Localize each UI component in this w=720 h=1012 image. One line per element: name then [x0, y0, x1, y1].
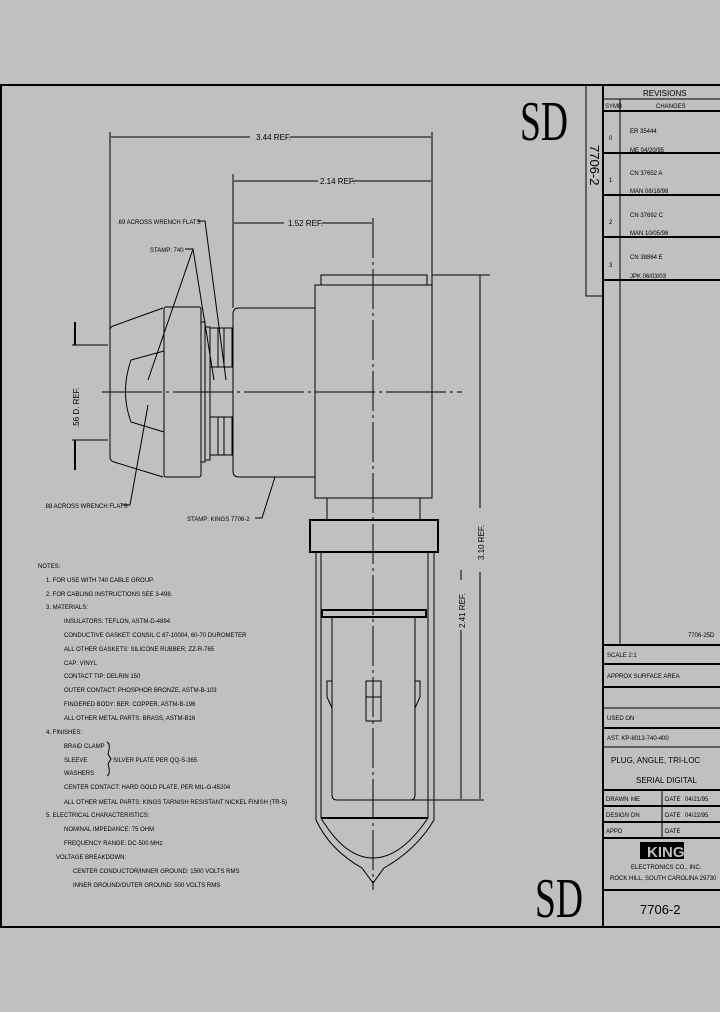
appd-date-label: DATE	[665, 829, 681, 835]
drawing-border	[0, 84, 720, 928]
design-date-label: DATE	[665, 813, 681, 819]
note-line: FINGERED BODY: BER. COPPER, ASTM-B-196	[64, 702, 196, 708]
note-line: FREQUENCY RANGE: DC-500 MHz	[64, 841, 163, 847]
kings-logo	[640, 842, 684, 859]
col-sym: SYMB	[605, 104, 622, 110]
title-line-2: SERIAL DIGITAL	[636, 776, 697, 785]
scale: SCALE 2:1	[607, 653, 637, 659]
design-label: DESIGN	[606, 813, 629, 819]
dim-height-inner: 2.41 REF.	[458, 593, 467, 628]
company-name: ELECTRONICS CO., INC.	[631, 865, 702, 871]
sd-stamp-top: SD	[520, 91, 568, 153]
rev-change: ER 35444	[630, 129, 657, 135]
rev-sym: 3	[609, 263, 613, 269]
rev-change: CN 38864 E	[630, 255, 663, 261]
note-line: 4. FINISHES:	[46, 730, 82, 736]
notes-heading: NOTES:	[38, 564, 61, 570]
note-line: 1. FOR USE WITH 740 CABLE GROUP.	[46, 578, 154, 584]
rev-sym: 1	[609, 178, 613, 184]
note-line: ALL OTHER GASKETS: SILICONE RUBBER, ZZ-R…	[64, 647, 215, 653]
dim-height-overall: 3.10 REF.	[477, 525, 486, 560]
rev-change: CN 37652 A	[630, 171, 662, 177]
callout-stamp-740: STAMP: 740	[150, 248, 184, 254]
drawing-number: 7706-2	[640, 902, 680, 917]
note-line: CENTER CONTACT: HARD GOLD PLATE, PER MIL…	[64, 785, 231, 791]
connector-side-view	[72, 132, 490, 890]
drawn-date: 04/21/95	[685, 797, 709, 803]
surface-area: APPROX SURFACE AREA	[607, 674, 680, 680]
company-address: ROCK HILL, SOUTH CAROLINA 29730	[610, 876, 717, 882]
drawing-number-vertical: 7706-2	[587, 145, 602, 185]
assembly-number: AST. KP-8013-740-400	[607, 736, 669, 742]
dim-center: 1.52 REF.	[288, 219, 323, 228]
rev-sym: 2	[609, 220, 613, 226]
note-line: CONDUCTIVE GASKET: CONSIL C 87-10004, 60…	[64, 633, 247, 639]
rev-change: ME 04/20/95	[630, 148, 665, 154]
rev-change: MAN 08/18/98	[630, 189, 669, 195]
note-line: ALL OTHER METAL PARTS: BRASS, ASTM-B16	[64, 716, 196, 722]
note-line: INSULATORS: TEFLON, ASTM-D-4894	[64, 619, 171, 625]
callout-stamp-kings: STAMP: KINGS 7706-2	[187, 517, 250, 523]
appd-label: APPD	[606, 829, 623, 835]
revisions-title: REVISIONS	[643, 89, 687, 98]
dim-body: 2.14 REF.	[320, 177, 355, 186]
design-date: 04/22/95	[685, 813, 709, 819]
note-line: CONTACT TIP: DELRIN 150	[64, 674, 141, 680]
kings-logo-text: KINGS	[647, 844, 695, 861]
notes: NOTES: 1. FOR USE WITH 740 CABLE GROUP. …	[38, 564, 287, 889]
number-strip	[585, 85, 603, 297]
note-line: NOMINAL IMPEDANCE: 75 OHM	[64, 827, 154, 833]
rev-change: JPK 06/03/03	[630, 274, 667, 280]
note-line: BRAID CLAMP	[64, 744, 105, 750]
note-line: 2. FOR CABLING INSTRUCTIONS SEE 3-498.	[46, 592, 173, 598]
design-by: DN	[631, 813, 640, 819]
note-line: ALL OTHER METAL PARTS: KINGS TARNISH RES…	[64, 800, 287, 806]
note-line: SLEEVE	[64, 758, 87, 764]
title-line-1: PLUG, ANGLE, TRI-LOC	[611, 756, 700, 765]
rev-change: MAN 10/05/98	[630, 231, 669, 237]
used-on: USED ON	[607, 716, 634, 722]
note-line: OUTER CONTACT: PHOSPHOR BRONZE, ASTM-B-1…	[64, 688, 217, 694]
brace	[106, 741, 112, 777]
note-line: INNER GROUND/OUTER GROUND: 500 VOLTS RMS	[73, 883, 220, 889]
rev-change: CN 37692 C	[630, 213, 664, 219]
callout-wrench-flats-small: .69 ACROSS WRENCH FLATS	[117, 220, 201, 226]
dim-overall: 3.44 REF.	[256, 133, 291, 142]
sd-stamp-bottom: SD	[535, 868, 583, 930]
ref-number: 7706-25D	[688, 633, 715, 639]
note-line: CENTER CONDUCTOR/INNER GROUND: 1500 VOLT…	[73, 869, 239, 875]
dim-diameter: .56 D. REF.	[72, 387, 81, 428]
title-block: 7706-25D SCALE 2:1 APPROX SURFACE AREA U…	[603, 633, 720, 917]
drawn-date-label: DATE	[665, 797, 681, 803]
note-line: 3. MATERIALS:	[46, 605, 88, 611]
revisions-table: REVISIONS SYMB CHANGES 0 ER 35444 ME 04/…	[602, 85, 720, 927]
rev-sym: 0	[609, 136, 613, 142]
drawn-label: DRAWN	[606, 797, 628, 803]
note-line: 5. ELECTRICAL CHARACTERISTICS:	[46, 813, 150, 819]
drawn-by: ME	[631, 797, 640, 803]
note-silver-plate: SILVER PLATE PER QQ-S-365	[113, 758, 198, 764]
callout-wrench-flats-large: .88 ACROSS WRENCH FLATS	[44, 504, 128, 510]
note-line: WASHERS	[64, 771, 94, 777]
note-line: CAP: VINYL	[64, 661, 98, 667]
col-changes: CHANGES	[656, 104, 686, 110]
note-line: VOLTAGE BREAKDOWN:	[56, 855, 126, 861]
